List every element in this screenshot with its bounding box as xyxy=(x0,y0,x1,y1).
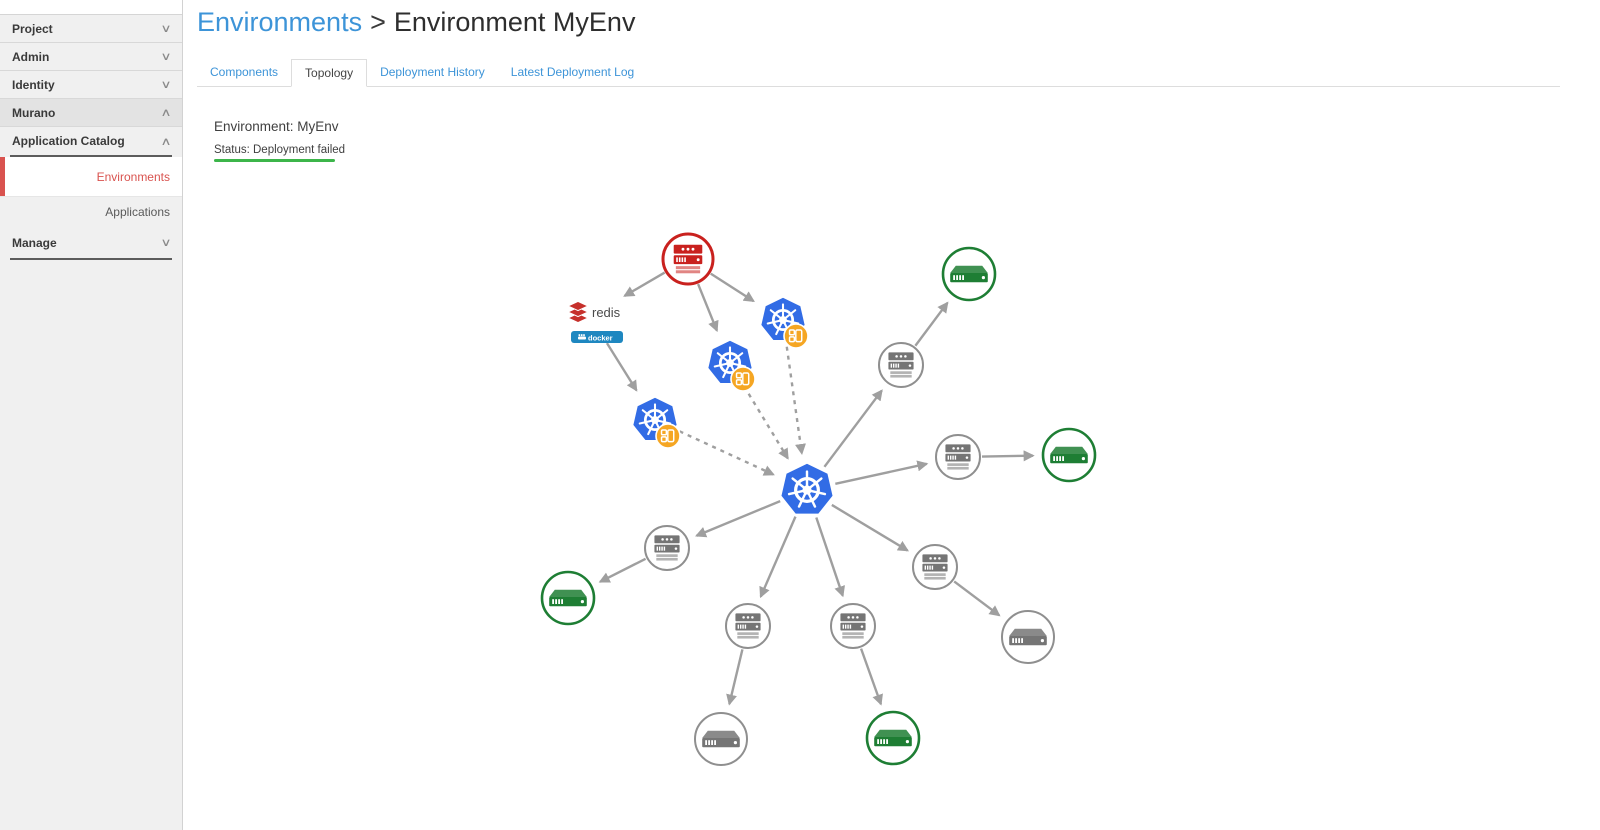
tab-components[interactable]: Components xyxy=(210,65,279,79)
chevron-down-icon: ∨ xyxy=(160,23,172,35)
topology-edge-app-pod-2 xyxy=(696,283,719,333)
topology-node-redis[interactable]: redis docker xyxy=(566,300,623,343)
topology-node-srv-1[interactable] xyxy=(878,342,924,388)
environment-name: Environment: MyEnv xyxy=(214,119,339,134)
status-underline xyxy=(214,159,335,162)
chevron-up-icon: ∧ xyxy=(160,107,172,119)
topology-node-srv-6[interactable] xyxy=(644,525,690,571)
sidebar-item-label: Environments xyxy=(96,169,170,184)
sidebar-item-label: Manage xyxy=(12,235,57,250)
sidebar-item-label: Project xyxy=(12,21,53,36)
topology-edge-srv-4-vm-4 xyxy=(859,648,883,706)
sidebar-item-manage[interactable]: Manage ∨ xyxy=(0,227,182,258)
topology-node-srv-2[interactable] xyxy=(935,434,981,480)
topology-edge-srv-6-vm-6 xyxy=(598,557,647,583)
topology-edge-master-srv-4 xyxy=(815,517,845,598)
topology-edge-master-srv-1 xyxy=(823,389,883,468)
docker-badge: docker xyxy=(571,331,623,343)
docker-label: docker xyxy=(588,333,613,342)
topology-node-vm-5[interactable] xyxy=(694,712,748,766)
sidebar-item-murano[interactable]: Murano ∧ xyxy=(0,99,182,127)
section-divider xyxy=(10,258,172,260)
environment-status-text: Status: Deployment failed xyxy=(214,144,346,156)
topology-node-master[interactable] xyxy=(779,462,835,516)
topology-node-app[interactable] xyxy=(661,232,715,286)
topology-node-pod-3[interactable] xyxy=(631,396,681,449)
section-divider xyxy=(10,155,172,157)
topology-edges xyxy=(598,271,1035,706)
topology-node-vm-6[interactable] xyxy=(540,570,596,626)
tab-deployment-history[interactable]: Deployment History xyxy=(380,65,485,79)
topology-edge-app-pod-1 xyxy=(710,272,755,303)
sidebar: Project ∨ Admin ∨ Identity ∨ Murano ∧ Ap… xyxy=(0,0,183,830)
active-item-indicator xyxy=(0,157,5,196)
sidebar-item-project[interactable]: Project ∨ xyxy=(0,15,182,43)
topology-node-srv-4[interactable] xyxy=(830,603,876,649)
breadcrumb-separator: > xyxy=(370,7,386,37)
environment-info: Environment: MyEnv Status: Deployment fa… xyxy=(214,119,1600,162)
topology-edge-srv-3-vm-3 xyxy=(953,580,1001,617)
topology-edge-srv-2-vm-2 xyxy=(981,450,1035,462)
page-title: Environment MyEnv xyxy=(393,7,636,37)
topology-node-vm-2[interactable] xyxy=(1041,427,1097,483)
topology-edge-srv-5-vm-5 xyxy=(726,649,744,706)
topology-edge-master-srv-5 xyxy=(759,516,797,599)
topology-node-vm-1[interactable] xyxy=(941,246,997,302)
tab-latest-deployment-log[interactable]: Latest Deployment Log xyxy=(510,65,635,79)
page-header: Environments>Environment MyEnv xyxy=(197,7,1600,38)
topology-edge-redis-pod-3 xyxy=(605,342,638,392)
topology-node-srv-5[interactable] xyxy=(725,603,771,649)
redis-label: redis xyxy=(592,305,621,320)
environment-status: Status: Deployment failed xyxy=(214,144,1600,162)
topology-node-pod-2[interactable] xyxy=(706,339,756,392)
chevron-down-icon: ∨ xyxy=(160,79,172,91)
topology-edge-pod-3-master xyxy=(679,430,775,476)
topology-node-pod-1[interactable] xyxy=(759,296,809,349)
topology-edge-master-srv-6 xyxy=(695,499,781,538)
chevron-up-icon: ∧ xyxy=(160,135,172,148)
topology-edge-pod-2-master xyxy=(742,385,789,460)
sidebar-item-admin[interactable]: Admin ∨ xyxy=(0,43,182,71)
topology-node-vm-4[interactable] xyxy=(865,710,921,766)
sidebar-item-label: Admin xyxy=(12,49,50,64)
sidebar-item-environments[interactable]: Environments xyxy=(0,157,182,197)
topology-edge-pod-1-master xyxy=(785,346,806,456)
topology-edge-master-srv-2 xyxy=(835,460,929,485)
topology-node-srv-3[interactable] xyxy=(912,544,958,590)
topology-edge-master-srv-3 xyxy=(831,503,909,552)
topology-edge-srv-1-vm-1 xyxy=(914,301,949,347)
sidebar-item-label: Application Catalog xyxy=(12,134,125,148)
sidebar-item-label: Applications xyxy=(105,204,170,219)
tab-bar: Components Topology Deployment History L… xyxy=(197,59,1560,87)
sidebar-top-spacer xyxy=(0,0,182,15)
sidebar-item-label: Identity xyxy=(12,77,55,92)
breadcrumb-environments-link[interactable]: Environments xyxy=(197,7,363,37)
sidebar-item-applications[interactable]: Applications xyxy=(0,197,182,226)
main-content: Environments>Environment MyEnv Component… xyxy=(184,0,1600,830)
sidebar-item-label: Murano xyxy=(12,105,56,120)
chevron-down-icon: ∨ xyxy=(160,51,172,63)
chevron-down-icon: ∨ xyxy=(160,237,172,249)
tab-topology[interactable]: Topology xyxy=(291,59,368,87)
topology-node-vm-3[interactable] xyxy=(1001,610,1055,664)
topology-edge-app-redis xyxy=(623,271,666,297)
sidebar-item-application-catalog[interactable]: Application Catalog ∧ xyxy=(0,127,182,155)
sidebar-item-identity[interactable]: Identity ∨ xyxy=(0,71,182,99)
